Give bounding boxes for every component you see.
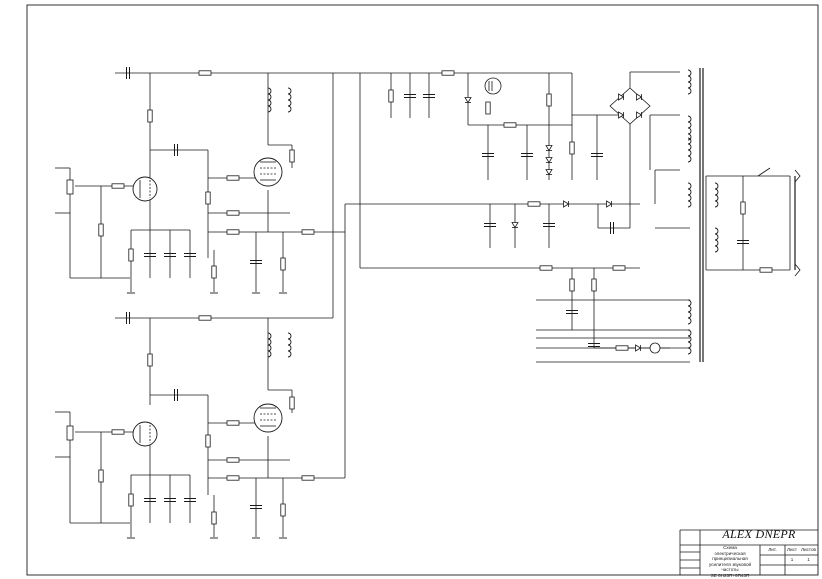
bridge-rectifier bbox=[609, 87, 651, 125]
pentode-tube-2 bbox=[253, 403, 283, 433]
mains-switch bbox=[757, 167, 771, 177]
title-sheets-value: 1 bbox=[807, 557, 810, 562]
channel-1 bbox=[66, 66, 315, 294]
indicator-lamp bbox=[649, 342, 661, 354]
title-author: ALEX DNEPR bbox=[722, 527, 796, 541]
description-line: SE 6Н23П+6П43П bbox=[710, 572, 750, 578]
title-description: Схема электрическая принципиальная усили… bbox=[700, 545, 760, 578]
sheet-border bbox=[26, 4, 819, 576]
power-supply bbox=[388, 69, 801, 355]
mains-plug bbox=[794, 169, 801, 277]
triode-tube-2 bbox=[132, 421, 158, 447]
channel-2 bbox=[66, 311, 315, 539]
title-col-sheets: Листов bbox=[801, 547, 816, 552]
title-col-lit: Лит. bbox=[768, 547, 777, 552]
pentode-tube-1 bbox=[253, 157, 283, 187]
description-line: электрическая принципиальная bbox=[712, 550, 748, 562]
title-col-sheet: Лист bbox=[787, 547, 797, 552]
input-potentiometer-2 bbox=[66, 425, 74, 441]
title-sheet-value: 1 bbox=[790, 557, 794, 562]
input-potentiometer-1 bbox=[66, 179, 74, 195]
triode-tube-1 bbox=[132, 176, 158, 202]
description-line: усилителя звуковой частоты bbox=[708, 561, 752, 573]
description-line: Схема bbox=[723, 545, 737, 550]
mosfet-regulator bbox=[484, 77, 502, 95]
